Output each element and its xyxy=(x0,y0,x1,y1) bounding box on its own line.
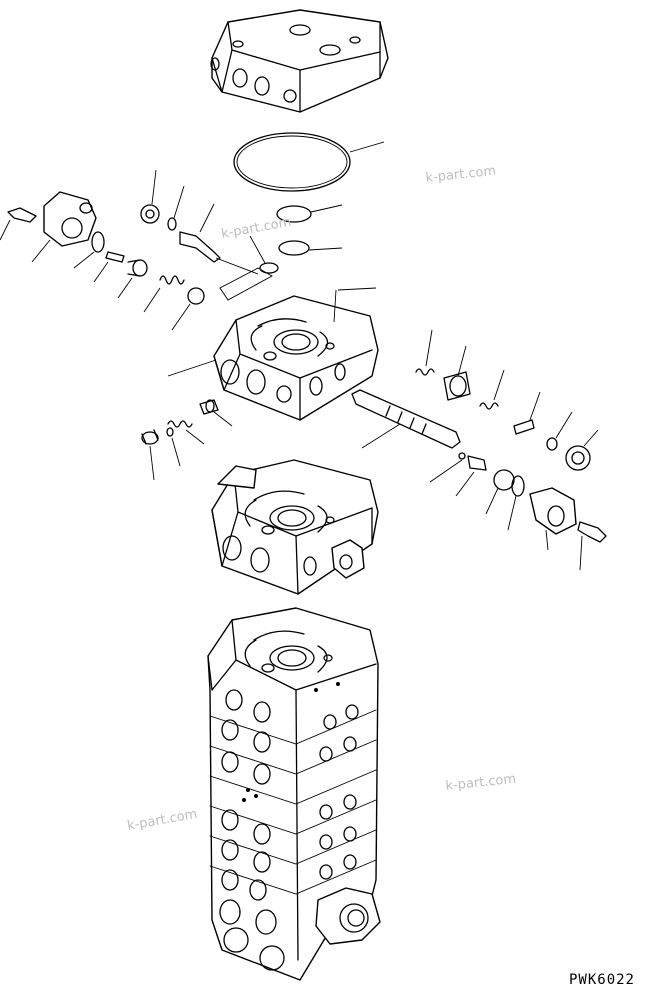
valve-section-middle xyxy=(211,459,379,595)
valve-section-upper xyxy=(167,267,379,421)
watermark-text: k-part.com xyxy=(220,215,292,242)
large-o-ring xyxy=(233,132,385,192)
right-spool-parts xyxy=(415,329,599,471)
main-spool xyxy=(351,389,607,571)
left-check-parts xyxy=(141,399,233,481)
drawing-number: PWK6022 xyxy=(568,972,635,988)
valve-stack xyxy=(207,607,381,981)
watermark-text: k-part.com xyxy=(425,164,497,186)
left-relief-assembly xyxy=(0,191,205,331)
top-cover xyxy=(210,9,389,113)
upper-spool-parts xyxy=(140,169,259,275)
watermark-text: k-part.com xyxy=(126,807,198,834)
small-o-rings xyxy=(249,204,343,274)
watermark-text: k-part.com xyxy=(445,772,517,794)
